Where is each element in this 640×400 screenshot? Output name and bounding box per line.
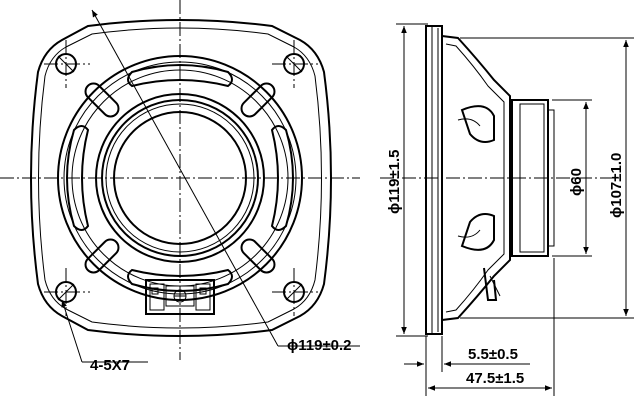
cone-diameter-label: ϕ107±1.0: [608, 153, 625, 218]
window-slot: [127, 64, 233, 88]
window-slot: [127, 268, 233, 292]
window-slot: [240, 82, 276, 118]
frame-diameter-label: ϕ119±1.5: [386, 149, 403, 214]
flange-thickness-label: 5.5±0.5: [468, 346, 518, 363]
front-view: ϕ119±0.2 4-5X7: [0, 0, 360, 374]
basket-windows: [66, 64, 294, 292]
front-frame-outline: [30, 19, 332, 337]
mount-hole-leader: [61, 299, 83, 363]
side-terminal: [483, 267, 498, 301]
window-slot: [270, 125, 294, 231]
side-basket-outline: [441, 35, 511, 321]
window-slot: [240, 238, 276, 274]
window-slot: [84, 82, 120, 118]
mount-diameter-leader: [91, 9, 279, 347]
front-frame-inner-outline: [38, 27, 322, 329]
total-depth-label: 47.5±1.5: [466, 370, 524, 387]
magnet-diameter-label: ϕ60: [568, 168, 585, 196]
side-view: ϕ119±1.5 ϕ60 ϕ107±1.0 5.5±0.5 47.5±1.5: [380, 23, 634, 396]
window-slot: [66, 125, 90, 231]
mount-diameter-label: ϕ119±0.2: [287, 337, 352, 354]
window-slot: [84, 238, 120, 274]
side-flange: [425, 25, 443, 335]
mount-hole-label: 4-5X7: [90, 357, 130, 374]
